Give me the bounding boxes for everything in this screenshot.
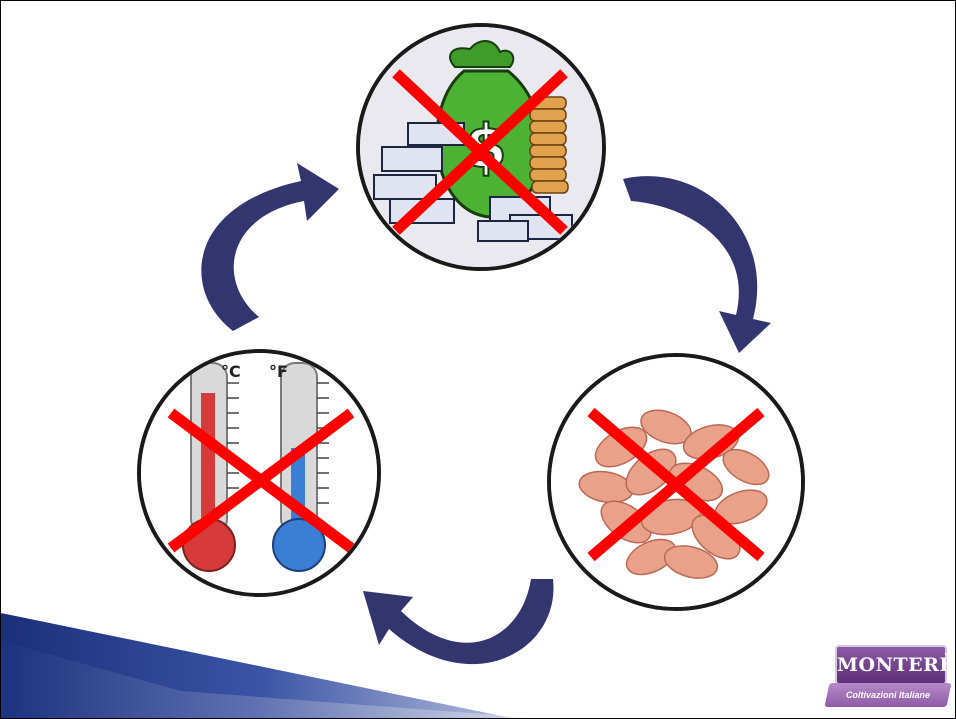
montere-logo: MONTERÈ Coltivazioni Italiane bbox=[827, 645, 949, 709]
logo-tagline: Coltivazioni Italiane bbox=[846, 683, 930, 707]
temperature-circle: °C °F bbox=[137, 349, 381, 597]
arrow-money-to-seeds bbox=[623, 176, 771, 353]
thermometer-icon: °C °F bbox=[141, 353, 377, 593]
money-bag-icon: $ bbox=[360, 27, 602, 267]
arrow-temperature-to-money bbox=[201, 163, 339, 331]
logo-name: MONTERÈ bbox=[835, 645, 947, 685]
logo-ribbon: Coltivazioni Italiane bbox=[824, 683, 951, 707]
celsius-label: °C bbox=[221, 362, 241, 381]
seeds-icon bbox=[551, 357, 801, 607]
fahrenheit-label: °F bbox=[269, 362, 288, 381]
arrow-seeds-to-temperature bbox=[363, 579, 553, 664]
money-circle: $ bbox=[356, 23, 606, 271]
seeds-circle bbox=[547, 353, 805, 611]
